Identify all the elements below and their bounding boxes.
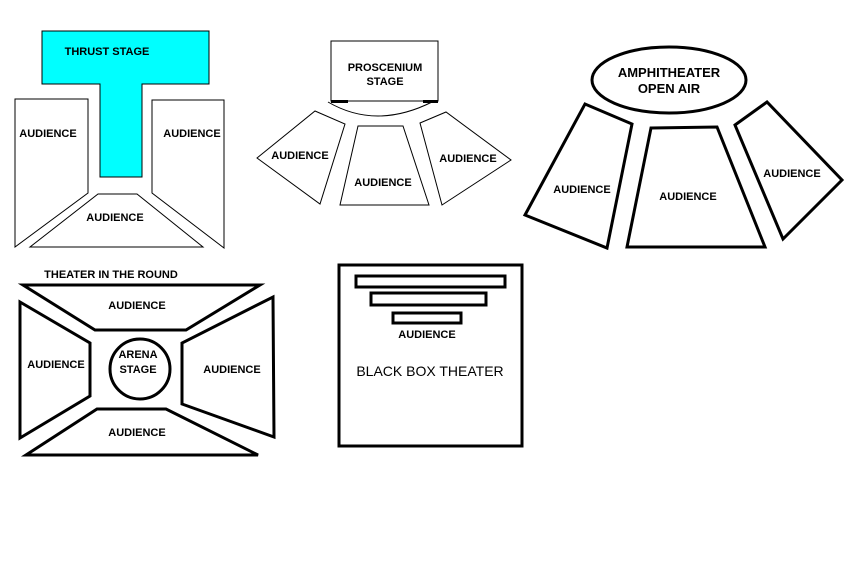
round-diagram: THEATER IN THE ROUND ARENA STAGE AUDIENC…	[17, 269, 276, 457]
thrust-audience-bottom-label: AUDIENCE	[86, 212, 143, 224]
blackbox-row-1	[354, 274, 507, 289]
round-title: THEATER IN THE ROUND	[44, 269, 178, 281]
arena-stage	[108, 337, 172, 401]
proscenium-audience-left	[256, 110, 346, 205]
round-audience-top-label: AUDIENCE	[108, 300, 165, 312]
round-audience-right	[180, 294, 276, 440]
thrust-audience-right-label: AUDIENCE	[163, 128, 220, 140]
proscenium-audience-left-label: AUDIENCE	[271, 150, 328, 162]
amphitheater-audience-center	[625, 125, 768, 249]
blackbox-row-3	[391, 311, 463, 325]
amphitheater-label-1: AMPHITHEATER	[618, 65, 721, 80]
amphitheater-audience-right-label: AUDIENCE	[763, 168, 820, 180]
blackbox-title: BLACK BOX THEATER	[356, 363, 503, 379]
round-audience-right-label: AUDIENCE	[203, 364, 260, 376]
proscenium-diagram: PROSCENIUM STAGE AUDIENCE AUDIENCE AUDIE…	[256, 40, 512, 206]
round-audience-top	[17, 283, 266, 332]
thrust-audience-left	[14, 98, 89, 248]
proscenium-apron	[327, 101, 433, 117]
blackbox-audience-label: AUDIENCE	[398, 329, 455, 341]
thrust-stage-label: THRUST STAGE	[65, 46, 150, 58]
round-audience-left	[18, 299, 92, 441]
proscenium-stage	[330, 40, 439, 102]
blackbox-row-2	[369, 291, 488, 307]
round-audience-bottom	[20, 407, 259, 457]
proscenium-audience-center-label: AUDIENCE	[354, 177, 411, 189]
round-audience-bottom-label: AUDIENCE	[108, 427, 165, 439]
proscenium-curtain-right	[423, 100, 438, 103]
thrust-stage-diagram: THRUST STAGE AUDIENCE AUDIENCE AUDIENCE	[14, 30, 225, 250]
amphitheater-label-2: OPEN AIR	[638, 81, 701, 96]
proscenium-stage-label-1: PROSCENIUM	[348, 62, 423, 74]
round-audience-left-label: AUDIENCE	[27, 359, 84, 371]
amphitheater-diagram: AMPHITHEATER OPEN AIR AUDIENCE AUDIENCE …	[522, 45, 845, 251]
proscenium-audience-right-label: AUDIENCE	[439, 153, 496, 165]
proscenium-audience-center	[339, 125, 430, 206]
amphitheater-audience-left	[522, 102, 634, 251]
thrust-audience-bottom	[28, 193, 205, 248]
arena-stage-label-1: ARENA	[118, 349, 157, 361]
amphitheater-audience-right	[733, 100, 845, 242]
proscenium-audience-right	[419, 111, 512, 206]
blackbox-diagram: AUDIENCE BLACK BOX THEATER	[337, 263, 524, 448]
amphitheater-audience-center-label: AUDIENCE	[659, 191, 716, 203]
thrust-stage	[41, 30, 210, 178]
amphitheater-audience-left-label: AUDIENCE	[553, 184, 610, 196]
amphitheater-stage	[590, 45, 748, 115]
proscenium-curtain-left	[331, 100, 348, 103]
thrust-audience-left-label: AUDIENCE	[19, 128, 76, 140]
arena-stage-label-2: STAGE	[119, 364, 156, 376]
proscenium-stage-label-2: STAGE	[366, 76, 403, 88]
thrust-audience-right	[151, 99, 225, 250]
